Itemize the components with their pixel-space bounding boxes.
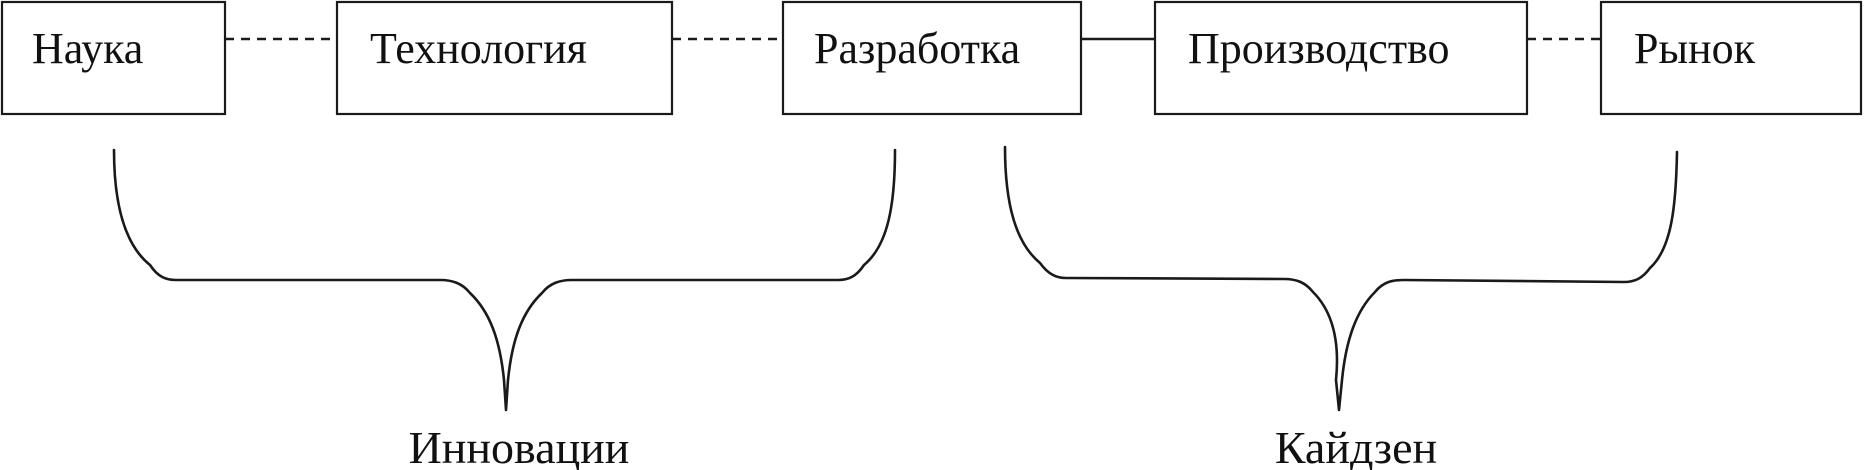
innovation-brace (112, 148, 897, 412)
group-kaizen-label: Кайдзен (1275, 422, 1437, 470)
group-innovation-label: Инновации (409, 422, 630, 470)
stage-technology-label: Технология (370, 24, 587, 73)
stage-science: Наука (0, 0, 227, 116)
stage-market: Рынок (1599, 0, 1863, 116)
stage-technology: Технология (335, 0, 674, 116)
stage-development: Разработка (781, 0, 1083, 116)
stage-development-label: Разработка (814, 24, 1020, 73)
stage-production: Производство (1153, 0, 1529, 116)
stage-production-label: Производство (1188, 24, 1450, 73)
stage-science-label: Наука (32, 24, 143, 73)
stage-market-label: Рынок (1634, 24, 1756, 73)
kaizen-brace (1003, 145, 1679, 412)
